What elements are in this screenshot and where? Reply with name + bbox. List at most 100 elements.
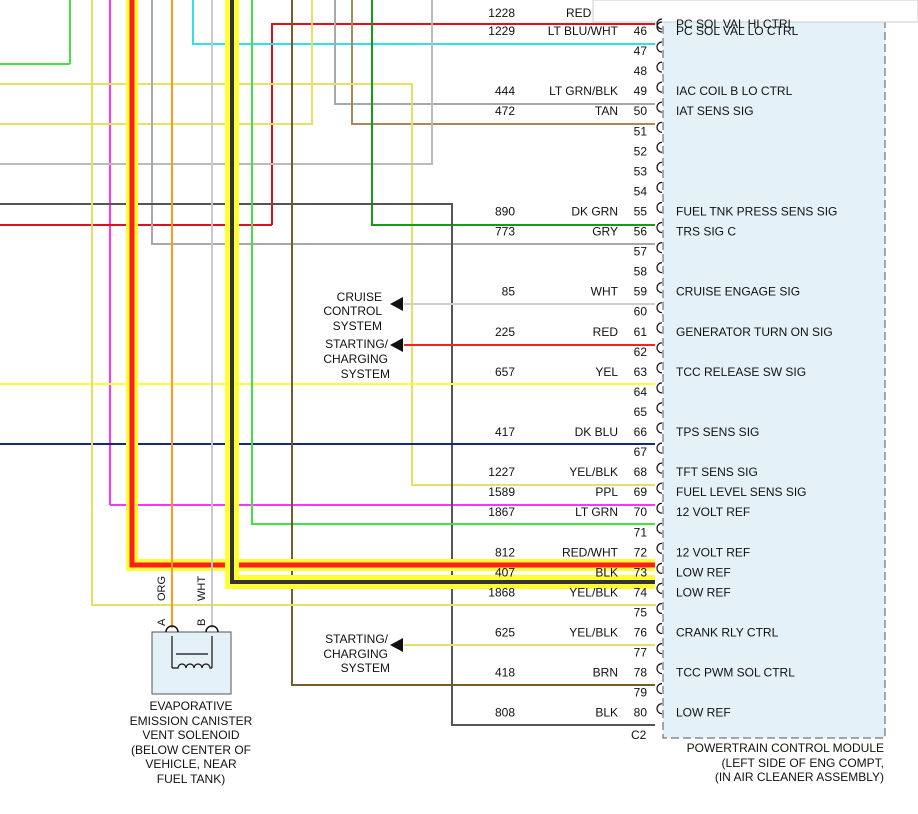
top-circuit-1228: 1228: [488, 6, 515, 20]
pin-number: 70: [634, 505, 648, 519]
pin-terminal-icon: [656, 703, 663, 715]
pin-terminal-icon: [656, 21, 663, 33]
pin-terminal-icon: [656, 402, 663, 414]
pin-terminal-icon: [656, 242, 663, 254]
pin-color-label: LT GRN: [575, 505, 618, 519]
cruise-line1: CRUISE: [337, 290, 382, 304]
pin-number: 49: [634, 84, 648, 98]
pin-terminal-icon: [656, 101, 663, 113]
wire-418: [291, 0, 655, 686]
wire-1229: [192, 0, 655, 45]
pin-number: 52: [634, 144, 648, 158]
module-location-1: (LEFT SIDE OF ENG COMPT,: [722, 756, 884, 770]
pin-terminal-icon: [656, 382, 663, 394]
pin-color-label: LT BLU/WHT: [548, 24, 619, 38]
solenoid-label-4: (BELOW CENTER OF: [131, 743, 251, 757]
pin-number: 75: [634, 606, 648, 620]
pin-terminal-icon: [656, 61, 663, 73]
pin-color-label: WHT: [591, 285, 619, 299]
pin-circuit: 773: [495, 225, 515, 239]
top-overlay: [592, 0, 918, 23]
pin-circuit: 657: [495, 365, 515, 379]
pin-number: 63: [634, 365, 648, 379]
pin-signal: PC SOL VAL LO CTRL: [676, 24, 799, 38]
solenoid-terminal-b: [205, 625, 219, 633]
wire-407: [230, 0, 655, 584]
charging-a-line1: STARTING/: [325, 337, 389, 351]
pin-terminal-icon: [656, 502, 663, 514]
arrow-charging-b-icon: [390, 638, 403, 652]
pin-number: 76: [634, 626, 648, 640]
charging-b-line2: CHARGING: [323, 647, 388, 661]
pin-terminal-icon: [656, 663, 663, 675]
pin-terminal-icon: [656, 262, 663, 274]
pin-color-label: YEL/BLK: [569, 465, 618, 479]
pin-number: 46: [634, 24, 648, 38]
wires: [0, 0, 656, 726]
pin-color-label: GRY: [592, 225, 618, 239]
cruise-line2: CONTROL: [323, 304, 382, 318]
pin-terminal-icon: [656, 41, 663, 53]
pin-circuit: 85: [502, 285, 516, 299]
wire-gray-left: [0, 0, 433, 165]
pin-color-label: YEL/BLK: [569, 626, 618, 640]
pin-signal: 12 VOLT REF: [676, 505, 750, 519]
charging-a-line2: CHARGING: [323, 352, 388, 366]
pin-circuit: 808: [495, 706, 515, 720]
pin-color-label: LT GRN/BLK: [549, 84, 618, 98]
solenoid-label-6: FUEL TANK): [157, 772, 225, 786]
wire-yellow-left-a: [0, 83, 655, 486]
pin-terminal-icon: [656, 302, 663, 314]
pin-hooks: [656, 18, 663, 715]
wire-1868-thin: [91, 0, 656, 606]
pin-number: 61: [634, 325, 648, 339]
pin-signal: CRUISE ENGAGE SIG: [676, 285, 800, 299]
pin-circuit: 472: [495, 104, 515, 118]
solenoid-terminal-a: [165, 625, 179, 633]
wire-yellow-left-b: [0, 0, 313, 125]
pin-terminal-icon: [656, 342, 663, 354]
pin-number: 48: [634, 64, 648, 78]
pin-signal: TFT SENS SIG: [676, 465, 758, 479]
pin-number: 78: [634, 666, 648, 680]
pin-terminal-icon: [656, 362, 663, 374]
pin-number: 47: [634, 44, 648, 58]
pin-number: 80: [634, 706, 648, 720]
solenoid-label-3: VENT SOLENOID: [142, 728, 239, 742]
wire-812: [129, 0, 655, 568]
pin-terminal-icon: [656, 542, 663, 554]
pin-terminal-icon: [656, 622, 663, 635]
pin-circuit: 444: [495, 84, 515, 98]
pin-signal: TRS SIG C: [676, 225, 736, 239]
pin-number: 79: [634, 686, 648, 700]
pin-color-label: PPL: [595, 485, 618, 499]
pin-number: 72: [634, 545, 648, 559]
wire-773: [151, 0, 655, 245]
top-color-red: RED: [566, 6, 592, 20]
pin-terminal-icon: [656, 181, 663, 193]
solenoid-label-1: EVAPORATIVE: [150, 699, 233, 713]
pcm-module-box: [662, 13, 886, 739]
pin-circuit: 1868: [488, 585, 515, 599]
pin-number: 51: [634, 124, 648, 138]
solenoid-coil-icon: [171, 636, 213, 669]
pin-circuit: 407: [495, 565, 515, 579]
pin-number: 73: [634, 565, 648, 579]
pin-number: 57: [634, 245, 648, 259]
pin-terminal-icon: [656, 322, 663, 334]
pin-circuit: 1227: [488, 465, 515, 479]
pin-number: 65: [634, 405, 648, 419]
pin-circuit: 1589: [488, 485, 515, 499]
pin-terminal-icon: [656, 442, 663, 454]
pin-circuit: 225: [495, 325, 515, 339]
pin-terminal-icon: [656, 282, 663, 294]
solenoid-label-2: EMISSION CANISTER: [130, 714, 253, 728]
pin-number: 68: [634, 465, 648, 479]
wire-1228: [271, 23, 655, 225]
pin-signal: LOW REF: [676, 706, 731, 720]
wire-1867: [251, 0, 655, 525]
solenoid-symbol: [151, 625, 232, 695]
pin-number: 53: [634, 164, 648, 178]
pin-terminal-icon: [656, 201, 663, 214]
pin-signal: GENERATOR TURN ON SIG: [676, 325, 833, 339]
